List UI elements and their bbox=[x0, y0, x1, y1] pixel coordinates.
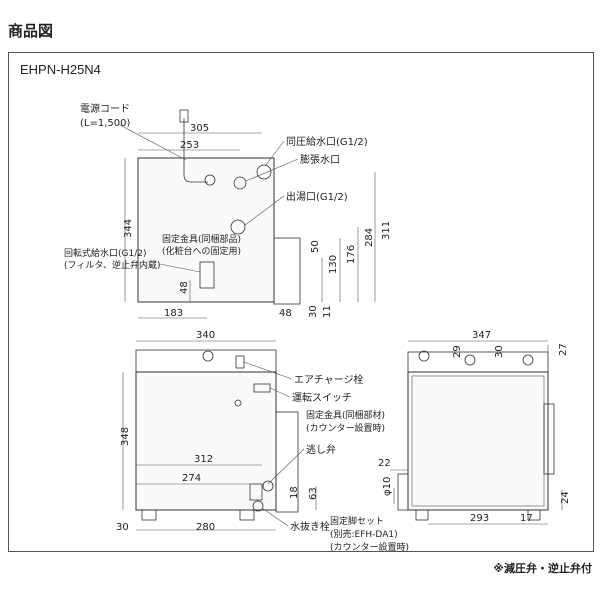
side-port-left bbox=[418, 350, 430, 362]
dim-305: 305 bbox=[190, 123, 209, 134]
label-expansion-port: 膨張水口 bbox=[300, 153, 340, 166]
label-rotary-inlet-2: (フィルタ、逆止弁内蔵) bbox=[64, 259, 161, 271]
label-fixture-front-2: (カウンター設置時) bbox=[306, 422, 385, 434]
dim-293: 293 bbox=[470, 513, 489, 524]
dim-48-right: 48 bbox=[279, 308, 292, 319]
dim-29: 29 bbox=[452, 345, 463, 358]
dim-284: 284 bbox=[364, 228, 375, 247]
front-fixture-bracket bbox=[275, 411, 299, 513]
side-leg-left bbox=[415, 509, 429, 521]
label-fixture-top-2: (化粧台への固定用) bbox=[162, 245, 241, 257]
dim-176: 176 bbox=[346, 245, 357, 264]
dim-17: 17 bbox=[520, 513, 533, 524]
relief-valve-knob-shape bbox=[262, 480, 274, 492]
label-leg-set-2: (別売:EFH-DA1) bbox=[330, 528, 398, 540]
top-view-body bbox=[137, 157, 275, 303]
dim-183: 183 bbox=[164, 308, 183, 319]
dim-347: 347 bbox=[472, 330, 491, 341]
label-air-charge: エアチャージ栓 bbox=[294, 373, 364, 386]
side-leg-right bbox=[527, 509, 541, 521]
front-view-body bbox=[135, 371, 277, 511]
front-view: 340 348 312 274 30 280 18 63 エアチャージ栓 運転ス… bbox=[116, 330, 409, 553]
dim-11: 11 bbox=[322, 305, 333, 318]
label-power-cord: 電源コード bbox=[80, 102, 130, 115]
side-view-body bbox=[407, 371, 549, 511]
label-same-pressure-inlet: 同圧給水口(G1/2) bbox=[286, 135, 368, 148]
front-plug-shape bbox=[202, 350, 214, 362]
same-pressure-inlet-shape bbox=[256, 164, 272, 180]
dim-30-front: 30 bbox=[116, 522, 129, 533]
label-hot-outlet: 出湯口(G1/2) bbox=[286, 190, 348, 203]
label-operation-switch: 運転スイッチ bbox=[292, 392, 352, 404]
model-name: EHPN-H25N4 bbox=[20, 62, 101, 77]
dim-348: 348 bbox=[120, 427, 131, 446]
top-view: 305 253 344 311 284 176 130 50 48 183 48… bbox=[64, 102, 392, 319]
label-leg-set-1: 固定脚セット bbox=[330, 515, 384, 527]
dim-280: 280 bbox=[196, 522, 215, 533]
power-plug-shape bbox=[179, 109, 189, 123]
side-handle bbox=[543, 403, 555, 475]
dim-30: 30 bbox=[308, 305, 319, 318]
drain-plug-shape bbox=[252, 500, 264, 512]
label-fixture-front-1: 固定金具(同梱部材) bbox=[306, 409, 385, 421]
side-view: 347 29 30 27 22 φ10 293 17 24 bbox=[378, 330, 571, 525]
dim-253: 253 bbox=[180, 140, 199, 151]
front-indicator-shape bbox=[234, 399, 242, 407]
dim-24: 24 bbox=[560, 491, 571, 504]
page-title: 商品図 bbox=[8, 22, 54, 40]
dim-344: 344 bbox=[123, 219, 134, 238]
dim-63: 63 bbox=[308, 487, 319, 500]
label-fixture-top-1: 固定金具(同梱部品) bbox=[162, 233, 241, 245]
side-port-middle bbox=[464, 354, 476, 366]
dim-311: 311 bbox=[381, 221, 392, 240]
cord-grommet-shape bbox=[204, 174, 216, 186]
drawing-frame bbox=[8, 52, 594, 552]
side-port-right bbox=[522, 354, 534, 366]
air-charge-valve-shape bbox=[235, 355, 245, 369]
dim-phi10: φ10 bbox=[382, 477, 393, 496]
label-power-cord-length: (L=1,500) bbox=[80, 118, 130, 129]
dim-18: 18 bbox=[289, 486, 300, 499]
front-leg-right bbox=[239, 509, 255, 521]
dim-274: 274 bbox=[182, 473, 201, 484]
top-fixture-bracket bbox=[273, 237, 301, 305]
dim-30-side: 30 bbox=[494, 345, 505, 358]
front-leg-left bbox=[141, 509, 157, 521]
power-cord-shape bbox=[183, 118, 208, 183]
label-rotary-inlet-1: 回転式給水口(G1/2) bbox=[64, 247, 146, 259]
dim-22: 22 bbox=[378, 458, 391, 469]
front-top-cover bbox=[135, 349, 277, 373]
label-drain-plug: 水抜き栓 bbox=[290, 520, 330, 533]
relief-valve-shape bbox=[249, 483, 263, 501]
rotary-inlet-shape bbox=[199, 261, 215, 289]
label-leg-set-3: (カウンター設置時) bbox=[330, 541, 409, 553]
dim-130: 130 bbox=[328, 255, 339, 274]
dim-312: 312 bbox=[194, 454, 213, 465]
dim-48-left: 48 bbox=[179, 281, 190, 294]
footnote: ※減圧弁・逆止弁付 bbox=[493, 562, 592, 575]
dim-50: 50 bbox=[310, 240, 321, 253]
label-relief-valve: 逃し弁 bbox=[306, 443, 336, 456]
hot-outlet-shape bbox=[230, 219, 246, 235]
side-fixture bbox=[397, 473, 409, 511]
expansion-port-shape bbox=[233, 176, 247, 190]
dim-27: 27 bbox=[558, 343, 569, 356]
dim-340: 340 bbox=[196, 330, 215, 341]
